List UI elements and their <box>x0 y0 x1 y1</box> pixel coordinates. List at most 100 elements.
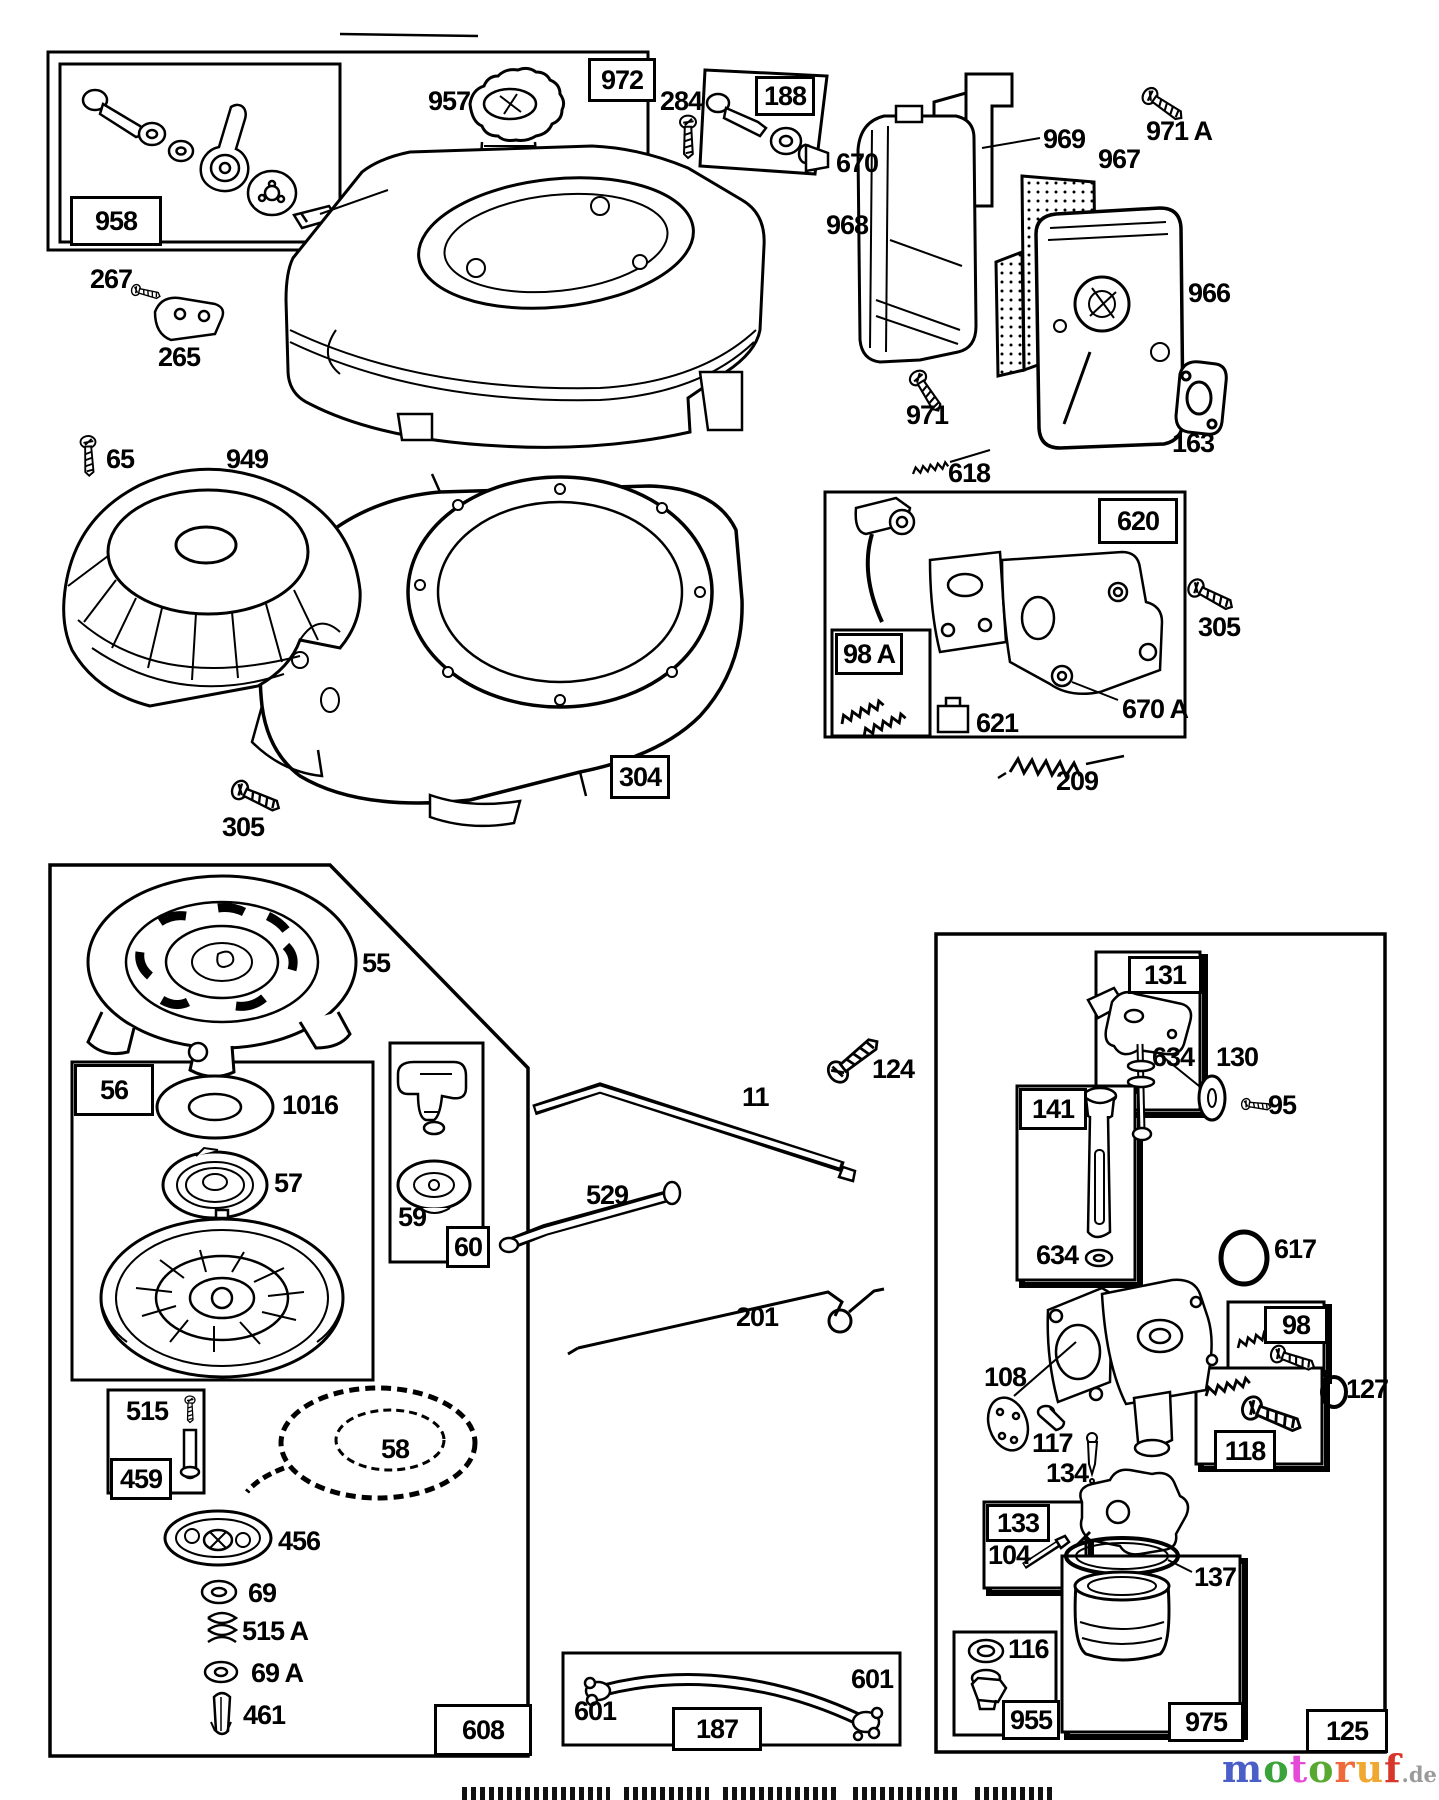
governor-spring-209-drawing <box>997 754 1125 780</box>
callout-634-washer: 634 <box>1036 1240 1079 1270</box>
group-label-118: 118 <box>1214 1430 1276 1472</box>
bracket-265-drawing <box>153 296 225 342</box>
control-rod-201-drawing <box>567 1287 885 1356</box>
starter-spring-58-drawing <box>245 1385 478 1501</box>
motoruf-watermark-word: motoruf <box>1222 1746 1402 1791</box>
motoruf-watermark-suffix: .de <box>1401 1762 1437 1787</box>
bowl-retainer-955-drawing <box>967 1638 1008 1711</box>
callout-69: 69 <box>248 1578 277 1608</box>
callout-601-right: 601 <box>851 1664 894 1694</box>
callout-461: 461 <box>243 1700 286 1730</box>
needle-134-drawing <box>1086 1432 1099 1484</box>
starter-dome-949-drawing <box>62 467 362 708</box>
callout-55: 55 <box>362 948 391 978</box>
callout-201: 201 <box>736 1302 779 1332</box>
callout-65: 65 <box>106 444 135 474</box>
choke-link-131-drawing <box>1086 986 1205 1142</box>
callout-108: 108 <box>984 1362 1027 1392</box>
part-label-304: 304 <box>610 755 670 799</box>
screw-305-right-drawing <box>1184 575 1238 617</box>
group-label-975: 975 <box>1168 1702 1244 1742</box>
clipped-bottom-text <box>462 1787 1054 1800</box>
callout-11: 11 <box>742 1082 770 1112</box>
callout-127: 127 <box>1346 1374 1389 1404</box>
spring-618-drawing <box>910 449 991 476</box>
callout-59: 59 <box>398 1202 427 1232</box>
rope-guide-60-drawing <box>396 1159 472 1214</box>
group-label-459: 459 <box>110 1458 172 1500</box>
hex-wrench-11-drawing <box>532 1082 857 1183</box>
callout-1016: 1016 <box>282 1090 339 1120</box>
pulley-plate-456-drawing <box>163 1509 273 1567</box>
callout-670a: 670 A <box>1122 694 1189 724</box>
washer-1016-drawing <box>155 1074 275 1140</box>
screw-515-drawing <box>184 1395 196 1424</box>
group-label-187: 187 <box>672 1707 762 1751</box>
callout-134: 134 <box>1046 1458 1089 1488</box>
callout-967: 967 <box>1098 144 1141 174</box>
screw-284-drawing <box>678 114 698 160</box>
float-pin-104-drawing <box>1022 1534 1071 1569</box>
group-label-56: 56 <box>74 1064 154 1116</box>
group-label-972: 972 <box>588 58 656 102</box>
fan-pulley-drawing <box>99 1208 345 1379</box>
callout-104: 104 <box>988 1540 1031 1570</box>
group-label-958: 958 <box>70 196 162 246</box>
fuel-hose-drawing <box>583 1673 884 1742</box>
callout-284: 284 <box>660 86 703 116</box>
callout-95: 95 <box>1268 1090 1297 1120</box>
fuel-tank-drawing <box>284 144 766 449</box>
scan-artifact-line <box>339 32 479 38</box>
callout-949: 949 <box>226 444 269 474</box>
group-label-141: 141 <box>1019 1088 1087 1130</box>
carburetor-body-drawing <box>1046 1278 1219 1458</box>
rope-handle-59-drawing <box>396 1060 468 1136</box>
screw-267-drawing <box>129 282 163 303</box>
washer-69-drawing <box>200 1579 238 1605</box>
air-cleaner-back-plate-968-drawing <box>856 104 978 364</box>
jet-tube-141-drawing <box>1082 1086 1118 1268</box>
o-ring-617-drawing <box>1218 1229 1270 1287</box>
group-label-133: 133 <box>986 1504 1050 1542</box>
screw-95-drawing <box>1240 1097 1272 1114</box>
pin-461-drawing <box>210 1691 232 1736</box>
recoil-starter-55-drawing <box>86 874 358 1078</box>
group-label-125: 125 <box>1306 1709 1388 1753</box>
group-label-131: 131 <box>1128 956 1202 994</box>
callout-670: 670 <box>836 148 879 178</box>
air-cleaner-cover-966-drawing <box>1034 206 1185 450</box>
callout-137: 137 <box>1194 1562 1237 1592</box>
governor-assembly-drawing <box>854 496 1164 734</box>
callout-456: 456 <box>278 1526 321 1556</box>
motoruf-watermark: motoruf.de <box>1222 1750 1437 1788</box>
float-bowl-drawing <box>1073 1570 1171 1662</box>
group-label-608: 608 <box>434 1704 532 1756</box>
callout-209: 209 <box>1056 766 1099 796</box>
callout-971: 971 <box>906 400 949 430</box>
bolt-washer-188-drawing <box>705 92 803 156</box>
washer-69a-drawing <box>203 1660 239 1684</box>
callout-957: 957 <box>428 86 471 116</box>
springs-98a-drawing <box>837 698 908 739</box>
callout-116: 116 <box>1008 1634 1050 1664</box>
screw-305-left-drawing <box>227 776 284 818</box>
callout-69a: 69 A <box>251 1658 304 1688</box>
callout-57: 57 <box>274 1168 303 1198</box>
breather-pipe-529-drawing <box>498 1180 682 1254</box>
callout-130: 130 <box>1216 1042 1259 1072</box>
gasket-163-drawing <box>1174 360 1228 436</box>
group-label-620: 620 <box>1098 498 1178 544</box>
group-label-98: 98 <box>1264 1306 1328 1344</box>
callout-515a: 515 A <box>242 1616 309 1646</box>
throttle-plate-108-drawing <box>986 1341 1077 1452</box>
callout-621: 621 <box>976 708 1019 738</box>
callout-117: 117 <box>1032 1428 1074 1458</box>
blower-housing-304-drawing <box>250 473 744 828</box>
group-label-955: 955 <box>1002 1700 1060 1740</box>
screw-65-drawing <box>79 434 98 477</box>
callout-305-left: 305 <box>222 812 265 842</box>
plug-117-drawing <box>1036 1404 1066 1432</box>
callout-969: 969 <box>1043 124 1086 154</box>
choke-disc-130-drawing <box>1197 1074 1227 1122</box>
leader-lines <box>981 137 1041 149</box>
